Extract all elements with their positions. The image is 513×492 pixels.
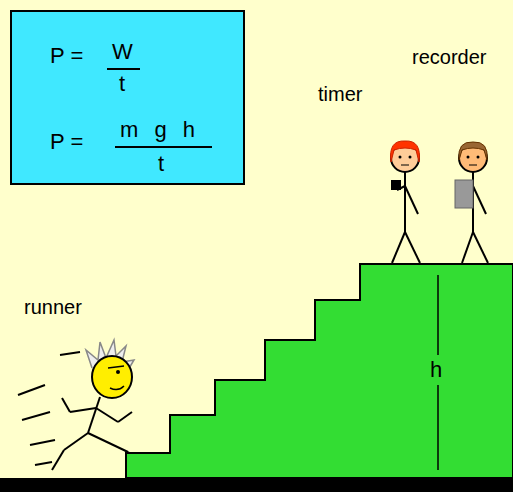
stairs-shape — [125, 263, 513, 478]
staircase: h — [125, 263, 513, 478]
timer-figure — [391, 141, 420, 263]
ground — [0, 478, 513, 492]
runner-figure — [18, 340, 150, 470]
recorder-label: recorder — [412, 46, 486, 68]
height-label: h — [428, 355, 444, 385]
fraction-bars — [12, 12, 247, 187]
formula-text: t — [119, 72, 125, 96]
runner-label: runner — [24, 296, 82, 318]
formula-text: P = — [50, 44, 83, 68]
stairs-outline — [126, 264, 513, 478]
formula-text: t — [158, 152, 164, 176]
formula-box: P = Wt P = m g h t — [10, 10, 245, 185]
recorder-figure — [455, 142, 488, 263]
formula-text: P = — [50, 130, 83, 154]
fraction-bar — [107, 68, 140, 70]
formula-text: m g h — [120, 118, 195, 142]
timer-label: timer — [318, 83, 362, 105]
formula-text: W — [112, 40, 133, 64]
fraction-bar — [115, 146, 212, 148]
